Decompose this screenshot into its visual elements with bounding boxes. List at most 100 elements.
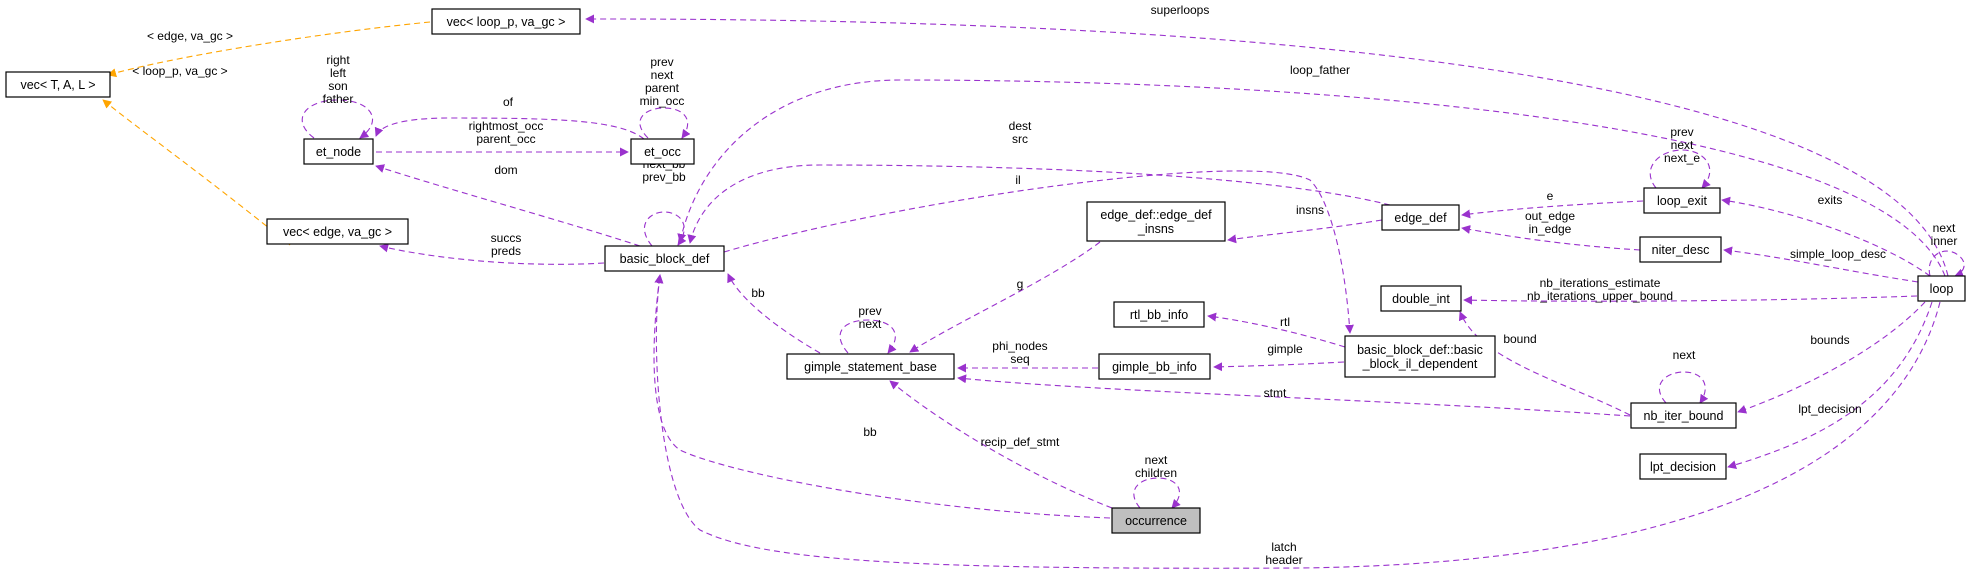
edge-bound: bound: [1458, 311, 1631, 416]
node-et-occ[interactable]: et_occ: [630, 138, 695, 165]
node-vec-edge[interactable]: vec< edge, va_gc >: [266, 218, 409, 245]
node-lpt[interactable]: lpt_decision: [1639, 453, 1727, 480]
node-label: niter_desc: [1652, 243, 1710, 257]
node-vec-loop[interactable]: vec< loop_p, va_gc >: [431, 8, 581, 35]
edge-label: recip_def_stmt: [981, 435, 1060, 449]
node-edge-def[interactable]: edge_def: [1381, 204, 1460, 231]
edge-label: insns: [1296, 203, 1324, 217]
node-dint[interactable]: double_int: [1380, 285, 1462, 312]
edge-label: stmt: [1264, 386, 1287, 400]
edge-line: [723, 170, 1354, 334]
node-label: nb_iter_bound: [1644, 409, 1724, 423]
node-label: loop: [1930, 282, 1954, 296]
node-box[interactable]: [431, 8, 581, 35]
node-box[interactable]: [1113, 301, 1205, 328]
node-box[interactable]: [1639, 236, 1722, 263]
edge-label: bb: [751, 286, 765, 300]
node-box[interactable]: [1344, 335, 1496, 378]
edge-line: [1658, 371, 1709, 404]
node-occ[interactable]: occurrence: [1111, 507, 1201, 534]
node-box[interactable]: [1630, 402, 1737, 429]
edge-line: [889, 380, 1113, 509]
node-box[interactable]: [604, 245, 725, 272]
node-bbd[interactable]: basic_block_def: [604, 245, 725, 272]
node-box[interactable]: [5, 71, 111, 98]
edge-label: bounds: [1810, 333, 1849, 347]
node-box[interactable]: [1111, 507, 1201, 534]
edge-insns: insns: [1227, 203, 1383, 244]
node-box[interactable]: [1917, 275, 1966, 302]
edge-superloops: superloops: [585, 3, 1949, 277]
node-label: vec< loop_p, va_gc >: [447, 15, 566, 29]
edge-rtl: rtl: [1207, 312, 1346, 348]
node-rtl[interactable]: rtl_bb_info: [1113, 301, 1205, 328]
edge-line: [1721, 196, 1931, 277]
node-box[interactable]: [1643, 187, 1721, 214]
edge-bb: bb: [727, 273, 821, 354]
node-label: double_int: [1392, 292, 1450, 306]
node-loop-exit[interactable]: loop_exit: [1643, 187, 1721, 214]
edge-line: [653, 274, 1111, 519]
edge-label: simple_loop_desc: [1790, 247, 1886, 261]
node-label: edge_def::edge_def_insns: [1100, 208, 1212, 236]
node-box[interactable]: [1098, 353, 1211, 380]
edge-label: gimple: [1267, 342, 1303, 356]
node-box[interactable]: [1639, 453, 1727, 480]
edge-bb: bb: [653, 274, 1111, 519]
edge-label: e: [1547, 189, 1554, 203]
node-box[interactable]: [630, 138, 695, 165]
edge-lpt_decision: lpt_decision: [1727, 301, 1933, 470]
node-label: loop_exit: [1657, 194, 1708, 208]
node-nbib[interactable]: nb_iter_bound: [1630, 402, 1737, 429]
node-box[interactable]: [1380, 285, 1462, 312]
edge-line: [909, 241, 1101, 353]
node-gbi[interactable]: gimple_bb_info: [1098, 353, 1211, 380]
node-bild[interactable]: basic_block_def::basic_block_il_dependen…: [1344, 335, 1496, 378]
edge--edge-va_gc-: < edge, va_gc >: [107, 21, 431, 78]
edge-simple_loop_desc: simple_loop_desc: [1723, 246, 1919, 283]
edge-line: [102, 99, 291, 246]
edge-line: [1928, 250, 1965, 278]
edge-line: [1461, 225, 1641, 251]
edge-line: [639, 107, 691, 139]
node-box[interactable]: [266, 218, 409, 245]
edge-line: [1737, 301, 1926, 414]
edge-recip_def_stmt: recip_def_stmt: [889, 380, 1113, 509]
edge-il: il: [723, 170, 1354, 334]
node-box[interactable]: [786, 353, 955, 380]
node-et-node[interactable]: et_node: [303, 138, 374, 165]
node-edi[interactable]: edge_def::edge_def_insns: [1086, 201, 1226, 242]
node-loop[interactable]: loop: [1917, 275, 1966, 302]
node-vec-tal[interactable]: vec< T, A, L >: [5, 71, 111, 98]
edge-line: [677, 79, 1946, 277]
node-box[interactable]: [1086, 201, 1226, 242]
edge-line: [107, 21, 431, 78]
node-niter[interactable]: niter_desc: [1639, 236, 1722, 263]
node-label: vec< T, A, L >: [20, 78, 95, 92]
edge-label: dom: [494, 163, 517, 177]
edge-line: [301, 99, 373, 139]
node-gsb[interactable]: gimple_statement_base: [786, 353, 955, 380]
node-box[interactable]: [303, 138, 374, 165]
edge-line: [1723, 246, 1919, 283]
node-box[interactable]: [1381, 204, 1460, 231]
edge-line: [1213, 361, 1345, 372]
edge-line: [1458, 311, 1631, 416]
edge-label: < loop_p, va_gc >: [132, 64, 227, 78]
